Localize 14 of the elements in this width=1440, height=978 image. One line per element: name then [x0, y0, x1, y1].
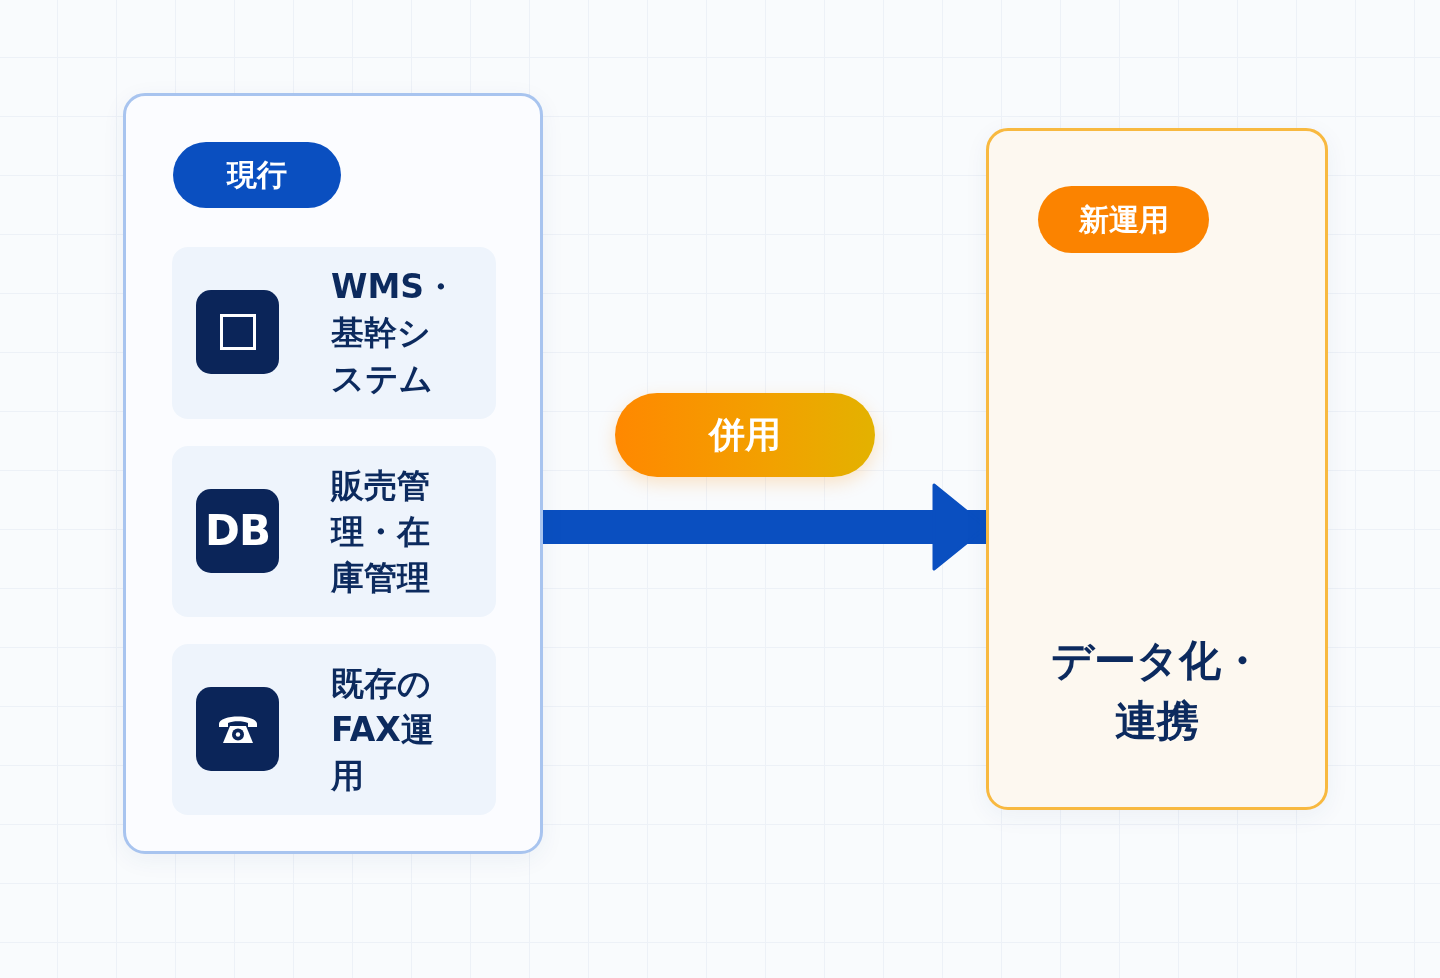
phase-tag: 新運用	[1038, 186, 1209, 253]
phase-panel	[986, 128, 1328, 810]
edge-label: 併用	[615, 393, 875, 477]
phase-panel	[123, 93, 543, 854]
system-card	[172, 644, 496, 815]
card-label: 既存のFAX運用	[331, 662, 435, 797]
card-label: 販売管理・在庫管理	[331, 464, 431, 599]
database-tile: DB	[196, 489, 279, 573]
system-card	[172, 446, 496, 617]
phase-tag: 現行	[173, 142, 341, 208]
arrow	[543, 483, 988, 571]
system-card	[172, 247, 496, 419]
card-label: WMS・基幹システム	[331, 266, 458, 400]
panel-description: データ化・連携	[1050, 635, 1264, 747]
